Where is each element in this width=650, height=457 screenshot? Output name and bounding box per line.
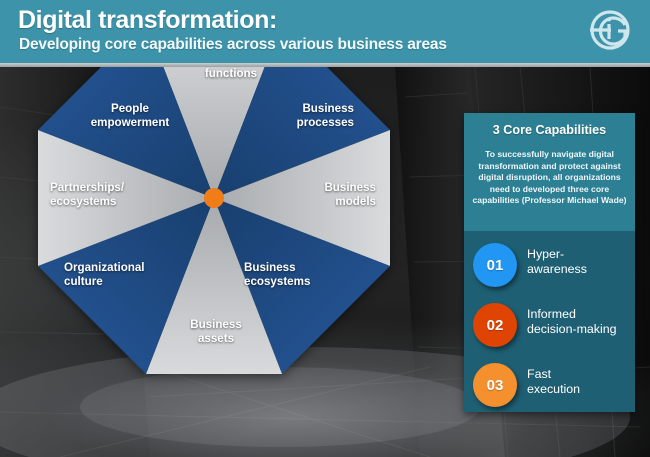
segment-business-models <box>214 130 390 266</box>
ig-circular-logo-icon[interactable] <box>587 7 633 53</box>
capability-row-01[interactable]: 01 Hyper- awareness <box>473 243 628 295</box>
panel-header-area <box>464 113 635 231</box>
capability-label-line: Fast <box>527 367 552 381</box>
panel-description: To successfully navigate digital transfo… <box>472 149 627 206</box>
capability-label-line: Informed <box>527 307 576 321</box>
segment-business-ecosystems <box>214 198 390 374</box>
slide-header: Digital transformation: Developing core … <box>0 0 650 63</box>
segment-partnerships-ecosystems <box>38 130 214 266</box>
umbrella-hub <box>204 188 224 208</box>
capability-label-02: Informed decision-making <box>527 307 629 337</box>
capability-label-line: execution <box>527 382 581 396</box>
capability-label-line: awareness <box>527 262 587 276</box>
page-subtitle: Developing core capabilities across vari… <box>19 36 447 53</box>
capability-row-03[interactable]: 03 Fast execution <box>473 363 628 412</box>
panel-title: 3 Core Capabilities <box>492 123 607 137</box>
segment-organizational-culture <box>38 198 214 374</box>
page-title: Digital transformation: <box>18 6 277 34</box>
capabilities-umbrella-diagram: Business activities/ functions Business … <box>36 18 392 378</box>
capability-label-line: Hyper- <box>527 247 565 261</box>
segment-business-processes <box>214 22 390 198</box>
capability-label-03: Fast execution <box>527 367 629 397</box>
segment-people-empowerment <box>38 22 214 198</box>
segment-business-assets <box>146 198 282 374</box>
capability-label-01: Hyper- awareness <box>527 247 629 277</box>
core-capabilities-panel: 3 Core Capabilities To successfully navi… <box>464 113 635 412</box>
capability-label-line: decision-making <box>527 322 617 336</box>
capability-badge-01: 01 <box>473 243 517 287</box>
capability-badge-03: 03 <box>473 363 517 407</box>
capability-badge-02: 02 <box>473 303 517 347</box>
header-divider <box>0 63 650 67</box>
capability-row-02[interactable]: 02 Informed decision-making <box>473 303 628 355</box>
